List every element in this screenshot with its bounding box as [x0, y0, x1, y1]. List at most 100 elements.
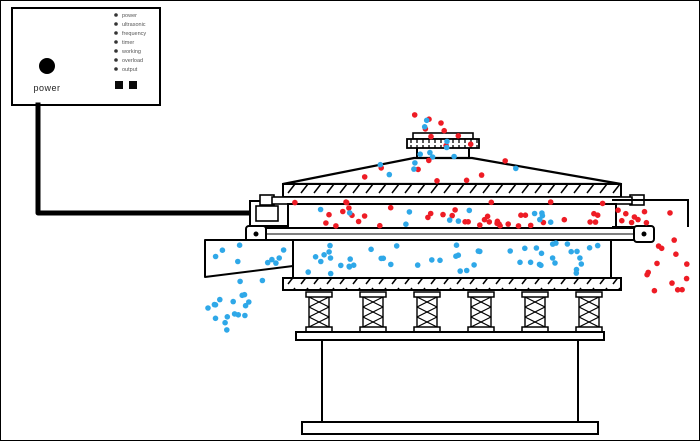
indicator-label: ultrasonic — [122, 22, 146, 28]
upper-chamber-blue-dot — [403, 221, 409, 227]
upper-chamber-blue-dot — [346, 210, 353, 216]
lower-chamber-blue-dot — [346, 264, 353, 270]
indicator-label: power — [122, 13, 137, 19]
right-fall-red-dot — [654, 260, 660, 267]
indicator-panel: power ultrasonic frequency timer working… — [114, 13, 146, 89]
lower-chamber-blue-dot — [414, 262, 421, 268]
upper-chamber-red-dot — [465, 219, 472, 225]
lower-chamber-blue-dot — [578, 261, 585, 267]
left-fall-blue-dot — [230, 298, 236, 305]
upper-chamber-red-dot — [449, 212, 456, 219]
lower-chamber-blue-dot — [378, 255, 385, 262]
cone-red-dot — [434, 178, 440, 184]
upper-chamber-red-dot — [333, 223, 339, 229]
upper-chamber-red-dot — [481, 216, 488, 223]
upper-chamber-red-dot — [561, 216, 568, 223]
upper-chamber-red-dot — [547, 199, 554, 205]
upper-chamber-red-dot — [599, 200, 606, 207]
lower-chamber-blue-dot — [517, 259, 523, 266]
indicator-dot — [114, 22, 118, 26]
upper-clamp-band — [282, 183, 622, 198]
base-cylinder — [321, 339, 579, 423]
upper-chamber-red-dot — [488, 199, 495, 206]
inlet-stream-blue-dot — [443, 144, 450, 151]
lower-chamber-blue-dot — [577, 255, 583, 261]
left-fall-blue-dot — [259, 277, 266, 284]
inlet-stream-blue-dot — [417, 151, 424, 157]
left-fall-blue-dot — [224, 314, 231, 320]
indicator-label: timer — [122, 40, 134, 46]
lower-chamber-blue-dot — [437, 257, 443, 264]
left-spout-blue-dot — [280, 247, 287, 253]
upper-chamber-red-dot — [340, 208, 346, 215]
inlet-stream-red-dot — [467, 141, 474, 147]
upper-chamber-red-dot — [497, 223, 503, 229]
sieve-machine — [204, 132, 689, 435]
inlet-stream-red-dot — [438, 120, 444, 126]
upper-chamber-blue-dot — [455, 218, 462, 224]
upper-chamber-blue-dot — [547, 219, 554, 225]
cone-red-dot — [361, 174, 368, 180]
cone-red-dot — [502, 158, 509, 164]
upper-chamber-red-dot — [486, 219, 493, 225]
upper-chamber-red-dot — [326, 211, 332, 218]
lower-chamber-blue-dot — [457, 268, 464, 274]
right-spout-red-dot — [667, 210, 673, 216]
left-fall-blue-dot — [217, 296, 223, 303]
lower-chamber-blue-dot — [549, 241, 556, 247]
right-fall-red-dot — [673, 251, 679, 257]
right-fall-red-dot — [644, 271, 650, 278]
right-fall-red-dot — [651, 287, 658, 294]
left-fall-blue-dot — [224, 327, 230, 333]
cone-blue-dot — [377, 161, 384, 168]
upper-chamber-red-dot — [355, 218, 362, 225]
left-spout-blue-dot — [235, 258, 241, 265]
switch-square — [129, 81, 137, 89]
upper-chamber-red-dot — [515, 223, 522, 229]
lower-chamber-blue-dot — [368, 246, 374, 253]
inlet-stream-red-dot — [441, 127, 448, 134]
indicator-label: output — [122, 67, 138, 73]
left-fall-blue-dot — [242, 312, 248, 319]
right-fall-red-dot — [684, 261, 690, 267]
right-fall-red-dot — [674, 287, 681, 293]
lower-chamber-blue-dot — [527, 259, 534, 266]
right-fall-red-dot — [655, 243, 662, 249]
upper-chamber-blue-dot — [317, 206, 324, 213]
left-spout-blue-dot — [273, 260, 279, 266]
inlet-stream-blue-dot — [451, 153, 457, 160]
right-spout-red-dot — [623, 210, 629, 217]
upper-chamber-red-dot — [587, 219, 593, 225]
lower-chamber-blue-dot — [429, 257, 435, 263]
left-fall-blue-dot — [222, 319, 228, 326]
upper-chamber-red-dot — [592, 219, 599, 225]
right-fall-red-dot — [671, 237, 677, 243]
inlet-stream-blue-dot — [444, 138, 450, 145]
lower-chamber-blue-dot — [564, 241, 571, 247]
base-bottom-flange — [301, 421, 599, 435]
upper-chamber-blue-dot — [446, 217, 453, 223]
control-box: power power ultrasonic frequency timer w… — [11, 7, 161, 106]
lower-chamber-blue-dot — [326, 249, 332, 255]
right-spout-red-dot — [615, 207, 621, 213]
right-spout-red-dot — [619, 217, 625, 224]
lower-chamber-blue-dot — [536, 261, 543, 268]
particles-layer — [205, 112, 690, 333]
lower-chamber-blue-dot — [533, 245, 540, 251]
lower-chamber-blue-dot — [594, 242, 601, 249]
upper-chamber-red-dot — [591, 210, 597, 217]
right-fall-red-dot — [683, 275, 690, 282]
upper-chamber-red-dot — [427, 210, 434, 217]
lower-chamber-blue-dot — [453, 242, 460, 248]
indicator-label: overload — [122, 58, 143, 64]
lower-chamber-blue-dot — [453, 253, 459, 259]
right-fall-red-dot — [669, 280, 675, 286]
upper-chamber-red-dot — [387, 204, 394, 211]
lower-chamber-blue-dot — [507, 248, 513, 254]
inlet-stream-red-dot — [411, 112, 418, 118]
upper-chamber-red-dot — [440, 211, 446, 218]
lower-chamber-blue-dot — [463, 267, 470, 274]
inlet-stream-blue-dot — [423, 117, 430, 124]
left-discharge-chute — [204, 239, 294, 278]
lower-chamber-blue-dot — [338, 262, 344, 269]
